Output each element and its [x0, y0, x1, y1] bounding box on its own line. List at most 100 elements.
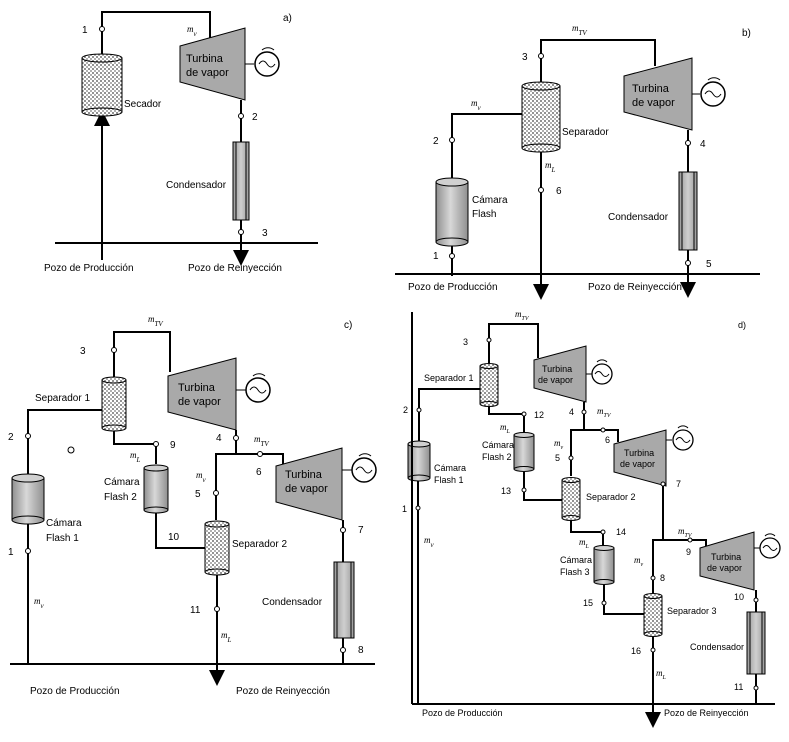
panel-d-separador3-label: Separador 3 [667, 606, 717, 616]
panel-d-state-8: 8 [660, 573, 665, 583]
panel-b-separador [521, 81, 561, 153]
panel-b-turbine-line2: de vapor [632, 97, 675, 109]
panel-b-steam-pipe [540, 39, 656, 82]
panel-d-sep3-steam-pipe [652, 539, 663, 593]
panel-c-state-5-marker [213, 490, 219, 496]
panel-d-camara2-line1: Cámara [482, 440, 514, 450]
panel-d-state-7: 7 [676, 479, 681, 489]
panel-d-separador-3 [643, 593, 663, 637]
panel-d-state-15-marker [601, 600, 607, 606]
panel-d-mdot-l2: mL [579, 537, 590, 550]
panel-c-separador2-label: Separador 2 [232, 539, 287, 550]
panel-a-state-1: 1 [82, 25, 88, 36]
panel-d-state-9: 9 [686, 547, 691, 557]
panel-c-state-8: 8 [358, 645, 364, 656]
panel-d: d) 1 mv Cámara Flash 1 2 Separador 1 3 m… [402, 309, 781, 728]
panel-d-exhaust-2-pipe [662, 486, 707, 546]
panel-c-separador1-label: Separador 1 [35, 393, 90, 404]
panel-d-state-13-marker [521, 487, 527, 493]
panel-c-mdot-tv2: mTV [254, 434, 269, 448]
panel-d-generator-icon-2 [666, 425, 694, 451]
panel-a-state-1-marker [99, 26, 105, 32]
panel-d-state-12: 12 [534, 410, 544, 420]
panel-b-state-2-marker [449, 137, 455, 143]
panel-d-state-16: 16 [631, 646, 641, 656]
panel-d-state-1-marker [415, 505, 421, 511]
panel-d-mdot-tv3: mTV [678, 526, 693, 539]
panel-d-state-2: 2 [403, 405, 408, 415]
panel-d-generator-icon-3 [754, 533, 781, 559]
panel-b-state-3: 3 [522, 52, 528, 63]
panel-c-sep1-to-flash2-pipe [113, 431, 157, 464]
panel-d-state-4-marker [581, 409, 587, 415]
panel-d-camara3-line2: Flash 3 [560, 567, 590, 577]
panel-c-mdot-v: mv [34, 596, 45, 610]
panel-d-camara3-line1: Cámara [560, 555, 592, 565]
panel-c-camara1-line2: Flash 1 [46, 533, 79, 544]
panel-b-mdot-v: mv [471, 98, 482, 112]
panel-d-state-3-marker [486, 337, 492, 343]
panel-d-sep2-steam-pipe [570, 429, 584, 476]
panel-b-state-1: 1 [433, 251, 439, 262]
panel-c-mdot-l1: mL [130, 450, 141, 464]
panel-c-state-8-marker [340, 647, 346, 653]
panel-d-turbine2-line1: Turbina [624, 448, 654, 458]
panel-c-camara1-line1: Cámara [46, 518, 82, 529]
panel-d-state-5-marker [568, 455, 574, 461]
panel-a-turbine-line2: de vapor [186, 67, 229, 79]
panel-a-condenser-label: Condensador [166, 180, 227, 191]
panel-d-turbine1-line1: Turbina [542, 364, 572, 374]
panel-d-camara1-line2: Flash 1 [434, 475, 464, 485]
panel-c-state-7-marker [340, 527, 346, 533]
panel-d-state-10-marker [753, 597, 759, 603]
panel-c-mdot-tv1: mTV [148, 314, 163, 328]
panel-d-camara-flash-1 [407, 440, 431, 482]
panel-b-flash-to-separator-pipe [451, 113, 522, 178]
panel-b-camara-line1: Cámara [472, 195, 508, 206]
panel-b-state-5-marker [685, 260, 691, 266]
panel-d-state-15: 15 [583, 598, 593, 608]
panel-d-turbine-3 [699, 531, 755, 591]
panel-c-state-11: 11 [190, 605, 201, 616]
panel-d-state-9-marker [687, 537, 693, 543]
panel-a-tag: a) [283, 13, 292, 24]
panel-c-generator-icon-1 [236, 373, 271, 403]
panel-b-state-4-marker [685, 140, 691, 146]
panel-a-pozo-reinyeccion: Pozo de Reinyección [188, 263, 282, 274]
panel-c-state-4-marker [233, 435, 239, 441]
panel-c-turbine2-line2: de vapor [285, 483, 328, 495]
panel-d-separador1-label: Separador 1 [424, 373, 474, 383]
panel-c-pozo-produccion: Pozo de Producción [30, 686, 120, 697]
panel-d-flash1-to-sep1-pipe [418, 388, 480, 441]
panel-c-state-2: 2 [8, 432, 14, 443]
panel-d-mdot-l3: mL [656, 668, 667, 681]
panel-b-state-1-marker [449, 253, 455, 259]
panel-d-camara1-line1: Cámara [434, 463, 466, 473]
panel-c-pozo-reinyeccion: Pozo de Reinyección [236, 686, 330, 697]
panel-c-turbine1-line1: Turbina [178, 382, 216, 394]
panel-c-state-9-marker [153, 441, 159, 447]
panel-c-flash2-to-separator2-pipe [155, 513, 205, 549]
panel-d-camara2-line2: Flash 2 [482, 452, 512, 462]
panel-b-generator-icon [692, 77, 726, 107]
panel-b-mdot-l: mL [545, 160, 556, 174]
panel-c-camara-flash-2 [143, 464, 169, 514]
panel-c-mdot-l2: mL [221, 630, 232, 644]
panel-c-condenser-label: Condensador [262, 597, 323, 608]
panel-d-turbine-1 [533, 345, 587, 403]
panel-c-state-4: 4 [216, 433, 222, 444]
panel-b-pozo-produccion: Pozo de Producción [408, 282, 498, 293]
panel-d-state-11: 11 [734, 682, 743, 692]
panel-c-state-6-marker [257, 451, 263, 457]
panel-c-generator-icon-2 [342, 453, 377, 483]
panel-a-mdot: mv [187, 24, 198, 38]
panel-d-state-1: 1 [402, 504, 407, 514]
panel-d-mdot-v1: mv [554, 438, 564, 451]
panel-c-steam-pipe-1 [113, 331, 171, 377]
panel-b-turbine [623, 57, 693, 131]
panel-c-state-10: 10 [168, 532, 180, 543]
panel-d-flash2-to-sep2-pipe [523, 472, 562, 501]
panel-d-mdot-v2: mv [634, 555, 644, 568]
panel-d-state-13: 13 [501, 486, 511, 496]
